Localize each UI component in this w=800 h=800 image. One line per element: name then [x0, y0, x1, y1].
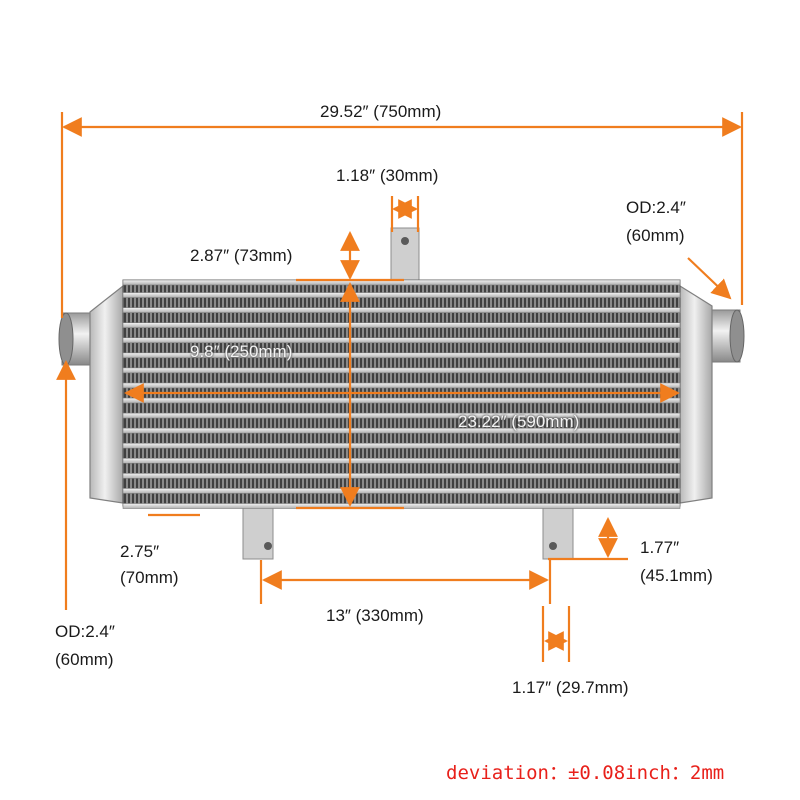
outlet-od-label-line2: (60mm)	[626, 226, 685, 245]
inlet-od-label-line2: (60mm)	[55, 650, 114, 669]
bottom-bracket-right	[542, 502, 574, 560]
core-length-label: 23.22″ (590mm)	[458, 412, 580, 431]
core-tube	[122, 473, 681, 479]
core-tube	[122, 442, 681, 449]
foot-spacing-label: 13″ (330mm)	[326, 606, 424, 625]
bottom-bracket-left	[242, 502, 274, 560]
core-tube	[122, 322, 681, 329]
core-tube	[122, 337, 681, 344]
outlet-od-label-line1: OD:2.4″	[626, 198, 686, 217]
core-tube	[122, 292, 681, 298]
foot-height-label-line1: 1.77″	[640, 538, 680, 557]
dimension-lines	[56, 112, 744, 662]
inlet-od-label-line1: OD:2.4″	[55, 622, 115, 641]
foot-height-label-line2: (45.1mm)	[640, 566, 713, 585]
foot-width-label: 1.17″ (29.7mm)	[512, 678, 629, 697]
outlet-od-pointer	[687, 257, 732, 300]
core-tube	[122, 307, 681, 313]
right-end-tank	[679, 284, 713, 504]
left-end-tank	[89, 284, 124, 504]
overall-length-label: 29.52″ (750mm)	[320, 102, 442, 121]
core-thickness-label-line1: 2.75″	[120, 542, 160, 561]
core-tube	[122, 488, 681, 494]
core-tube	[122, 367, 681, 374]
core-tube	[122, 397, 681, 404]
bracket-height-label: 2.87″ (73mm)	[190, 246, 293, 265]
deviation-note: deviation：±0.08inch：2mm	[446, 762, 725, 784]
core-thickness-label-line2: (70mm)	[120, 568, 179, 587]
core-height-label: 9.8″ (250mm)	[190, 342, 293, 361]
core-tube	[122, 412, 681, 419]
core-tube	[122, 382, 681, 389]
core-tube	[122, 352, 681, 359]
top-bracket	[390, 227, 420, 283]
core-tube	[122, 427, 681, 434]
core-tube	[122, 457, 681, 464]
bracket-width-label: 1.18″ (30mm)	[336, 166, 439, 185]
